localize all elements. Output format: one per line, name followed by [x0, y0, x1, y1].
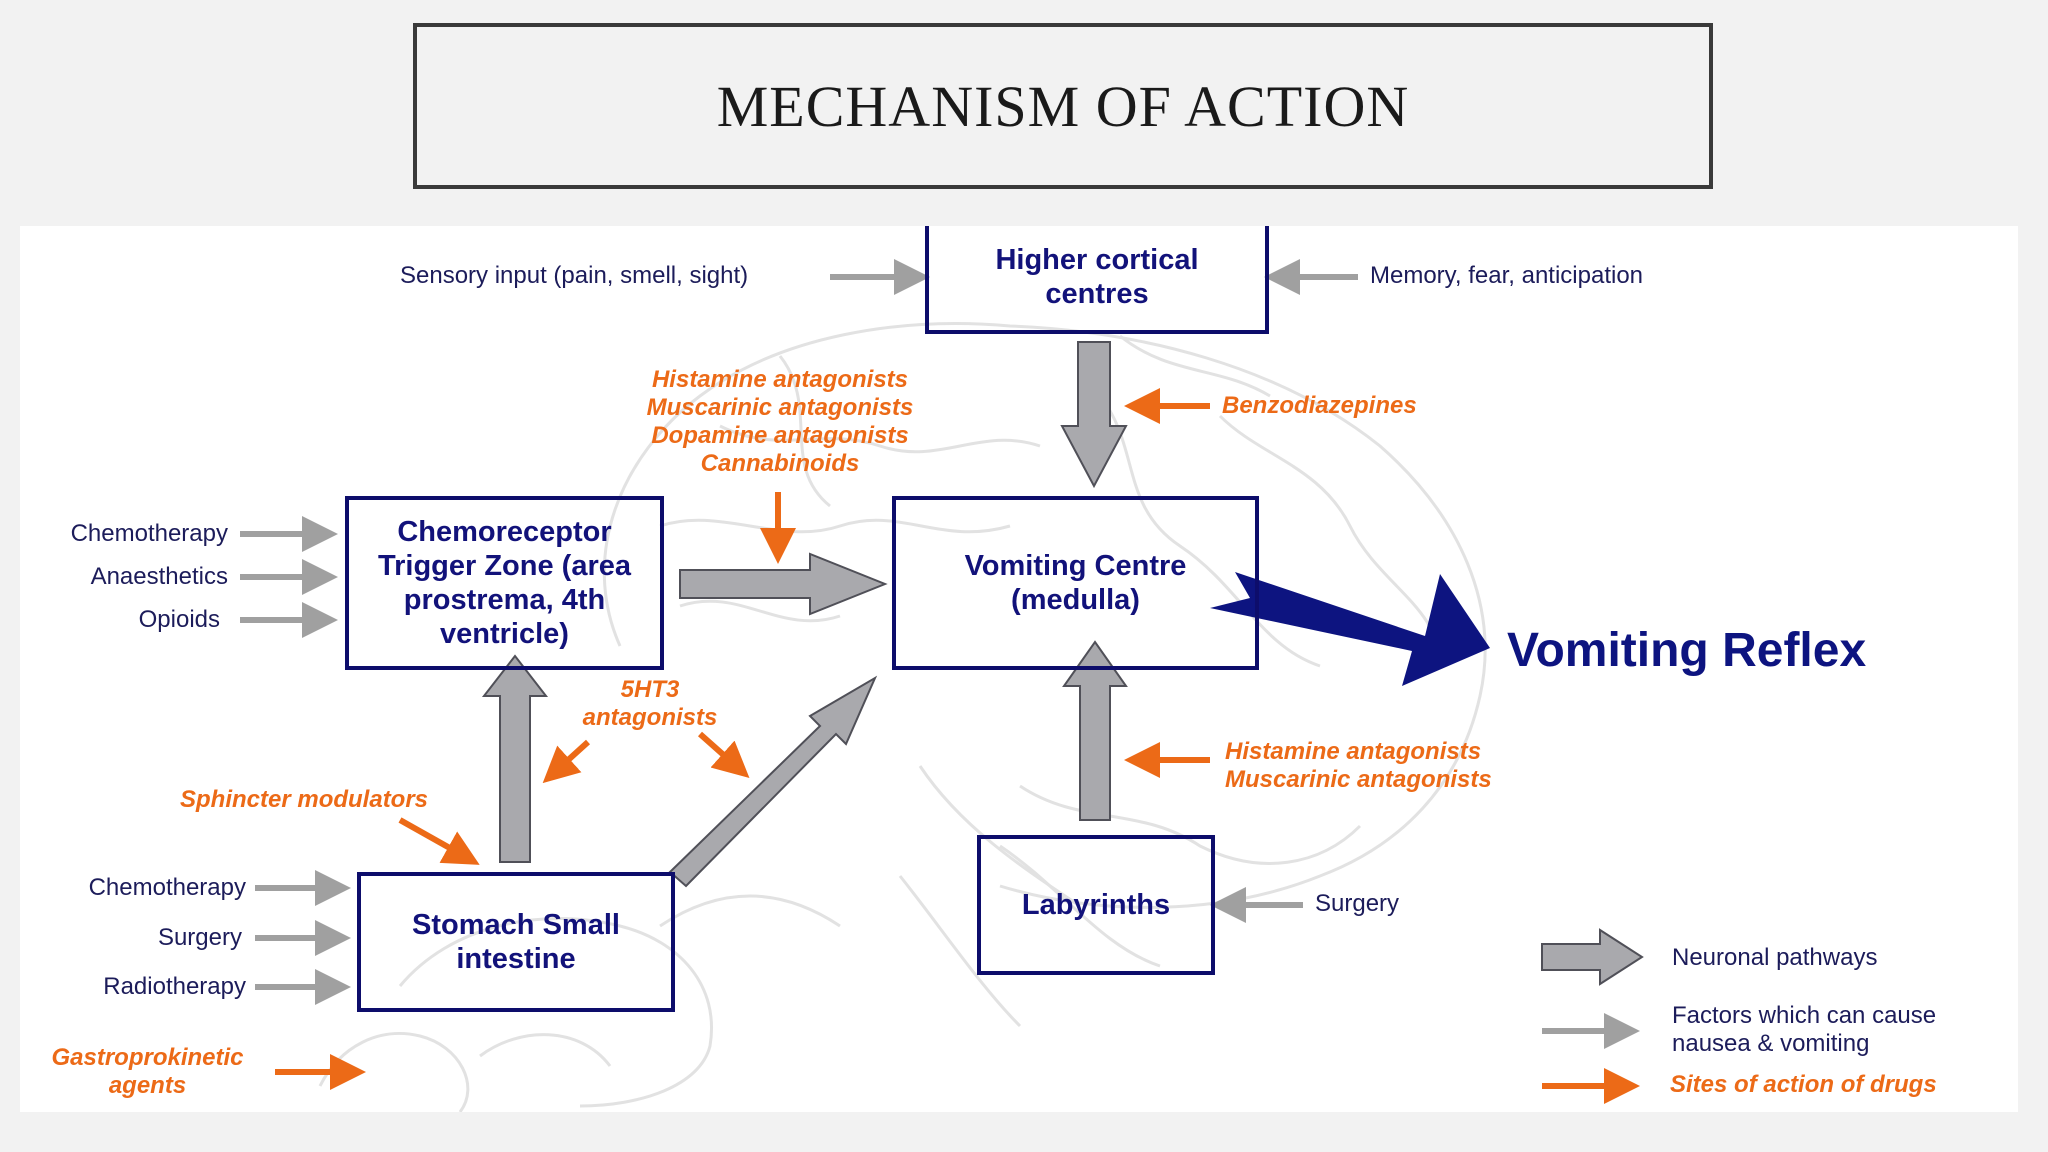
drug-lab-histamine: Histamine antagonists	[1225, 738, 1482, 765]
ctz-factor-chemotherapy: Chemotherapy	[70, 520, 228, 547]
ctz-label: Chemoreceptor Trigger Zone (area prostre…	[377, 516, 631, 650]
drug-list-vc: Histamine antagonists Muscarinic antagon…	[590, 366, 970, 478]
slide-title: MECHANISM OF ACTION	[716, 73, 1410, 139]
drug-gastroprokinetic: Gastroprokinetic agents	[51, 1044, 244, 1099]
ctz-factor-opioids: Opioids	[138, 606, 220, 633]
pathway-lab-to-vc	[1062, 640, 1128, 821]
drug-cannabinoids: Cannabinoids	[700, 450, 860, 477]
memory-fear-label: Memory, fear, anticipation	[1370, 262, 1644, 289]
labyrinths-box: Labyrinths	[977, 835, 1215, 975]
stomach-factor-surgery: Surgery	[157, 924, 242, 951]
sensory-input-label: Sensory input (pain, smell, sight)	[400, 262, 749, 289]
stomach-label: Stomach Small intestine	[412, 909, 620, 975]
labyrinths-label: Labyrinths	[1021, 889, 1171, 921]
pathway-ctz-to-vc	[679, 552, 888, 616]
pathway-arrows	[240, 259, 1644, 1104]
ctz-box: Chemoreceptor Trigger Zone (area prostre…	[345, 496, 664, 670]
legend-sites-label: Sites of action of drugs	[1670, 1071, 1937, 1098]
vomiting-centre-box: Vomiting Centre (medulla)	[892, 496, 1259, 670]
drug-arrow-ht3-right	[698, 731, 750, 778]
stomach-box: Stomach Small intestine	[357, 872, 675, 1012]
vomiting-reflex-arrow	[1210, 572, 1490, 686]
slide-title-box: MECHANISM OF ACTION	[413, 23, 1713, 189]
drug-5ht3: 5HT3 antagonists	[582, 676, 718, 731]
labyrinth-factor-surgery: Surgery	[1315, 890, 1400, 917]
pathway-higher-to-vc	[1060, 341, 1128, 489]
drug-sphincter: Sphincter modulators	[180, 786, 429, 813]
diagram-panel: Higher cortical centres Chemoreceptor Tr…	[20, 226, 2018, 1112]
vomiting-reflex-label: Vomiting Reflex	[1507, 624, 1867, 677]
higher-cortical-box: Higher cortical centres	[925, 226, 1269, 334]
vomiting-centre-label: Vomiting Centre (medulla)	[964, 550, 1187, 616]
drug-arrow-sphincter	[398, 817, 480, 865]
drug-lab-muscarinic: Muscarinic antagonists	[1225, 766, 1492, 793]
drug-dopamine: Dopamine antagonists	[651, 422, 909, 449]
higher-cortical-label: Higher cortical centres	[995, 244, 1199, 310]
ctz-factor-anaesthetics: Anaesthetics	[90, 563, 228, 590]
drug-histamine: Histamine antagonists	[651, 366, 909, 393]
legend-neuronal-label: Neuronal pathways	[1672, 944, 1878, 971]
drug-benzodiazepines: Benzodiazepines	[1222, 392, 1417, 419]
pathway-stomach-to-ctz	[481, 654, 549, 863]
legend-neuronal-arrow	[1541, 928, 1644, 986]
brain-illustration	[318, 322, 1487, 1112]
stomach-factor-chemotherapy: Chemotherapy	[88, 874, 246, 901]
legend-factors-label: Factors which can cause nausea & vomitin…	[1672, 1002, 1937, 1057]
drug-list-labyrinth: Histamine antagonists Muscarinic antagon…	[1225, 738, 1492, 794]
pathway-stomach-to-vc	[668, 675, 878, 888]
stomach-factor-radiotherapy: Radiotherapy	[103, 973, 246, 1000]
drug-muscarinic: Muscarinic antagonists	[646, 394, 914, 421]
drug-arrow-ht3-left	[542, 739, 591, 784]
